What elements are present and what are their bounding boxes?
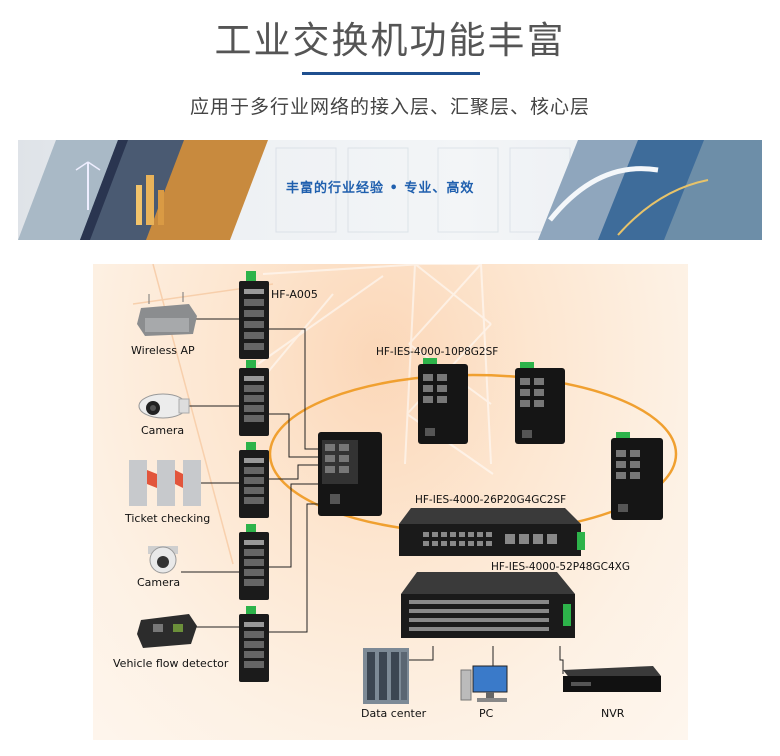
banner-train-photo [538,140,650,240]
access-switch-model-label: HF-A005 [271,288,318,301]
banner-tagline-part1: 丰富的行业经验 [286,181,385,196]
device-label-camera: Camera [141,424,185,437]
topology-graphics [129,264,678,704]
endpoint-label-nvr: NVR [601,707,625,720]
banner-tagline-dot: • [389,181,399,196]
banner-tagline: 丰富的行业经验 • 专业、高效 [286,177,474,196]
camera-device [138,393,190,419]
device-label-ticket-checking: Ticket checking [125,512,211,525]
data-center-rack [363,648,409,704]
banner-tagline-part2: 专业、高效 [404,181,475,196]
title-divider [302,72,480,75]
access-switch-4 [239,524,269,600]
ring-switch-west [318,432,382,516]
access-switch-2 [239,360,269,436]
device-label-wireless-ap: Wireless AP [131,344,195,357]
ring-switch-north-west [418,358,468,444]
pc-workstation [460,665,508,702]
industry-banner: 丰富的行业经验 • 专业、高效 [18,140,762,240]
aggregation-switch [399,508,585,556]
core-switch [401,572,575,638]
page-title: 工业交换机功能丰富 [214,19,566,62]
aggregation-switch-model-label: HF-IES-4000-26P20G4GC2SF [415,494,567,506]
device-label-vehicle-flow-detector: Vehicle flow detector [113,657,229,670]
device-label-dome-camera: Camera [137,576,181,589]
ticket-gate-device [129,460,201,506]
page-subtitle: 应用于多行业网络的接入层、汇聚层、核心层 [189,96,590,118]
dome-camera-device [148,546,178,574]
ring-switch-north-east [515,362,565,444]
tower-lattice-backdrop [257,264,494,475]
access-switch-5 [239,606,269,682]
access-switch-1 [239,271,269,359]
banner-pipeline-photo [146,140,268,240]
endpoint-label-data-center: Data center [361,707,427,720]
access-switch-3 [239,442,269,518]
network-topology-diagram: HF-A005 HF-IES-4000-10P8G2SF HF-IES-4000… [93,264,688,740]
endpoint-label-pc: PC [479,707,494,720]
nvr-recorder [563,666,661,692]
vehicle-flow-detector-device [137,614,197,648]
banner-lab-photo [664,140,762,240]
banner-graphics [18,140,762,240]
wireless-ap-device [137,292,197,336]
ring-switch-model-label: HF-IES-4000-10P8G2SF [376,346,499,358]
ring-switch-east [611,432,663,520]
core-switch-model-label: HF-IES-4000-52P48GC4XG [491,561,630,573]
